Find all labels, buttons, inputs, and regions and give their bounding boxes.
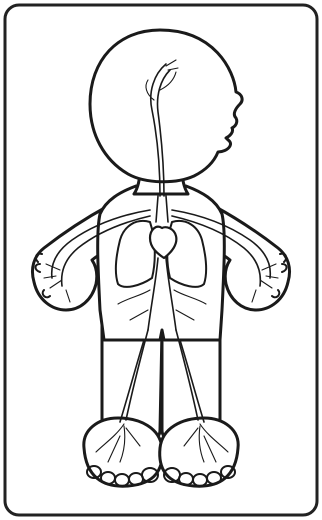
right-foot bbox=[160, 418, 238, 486]
